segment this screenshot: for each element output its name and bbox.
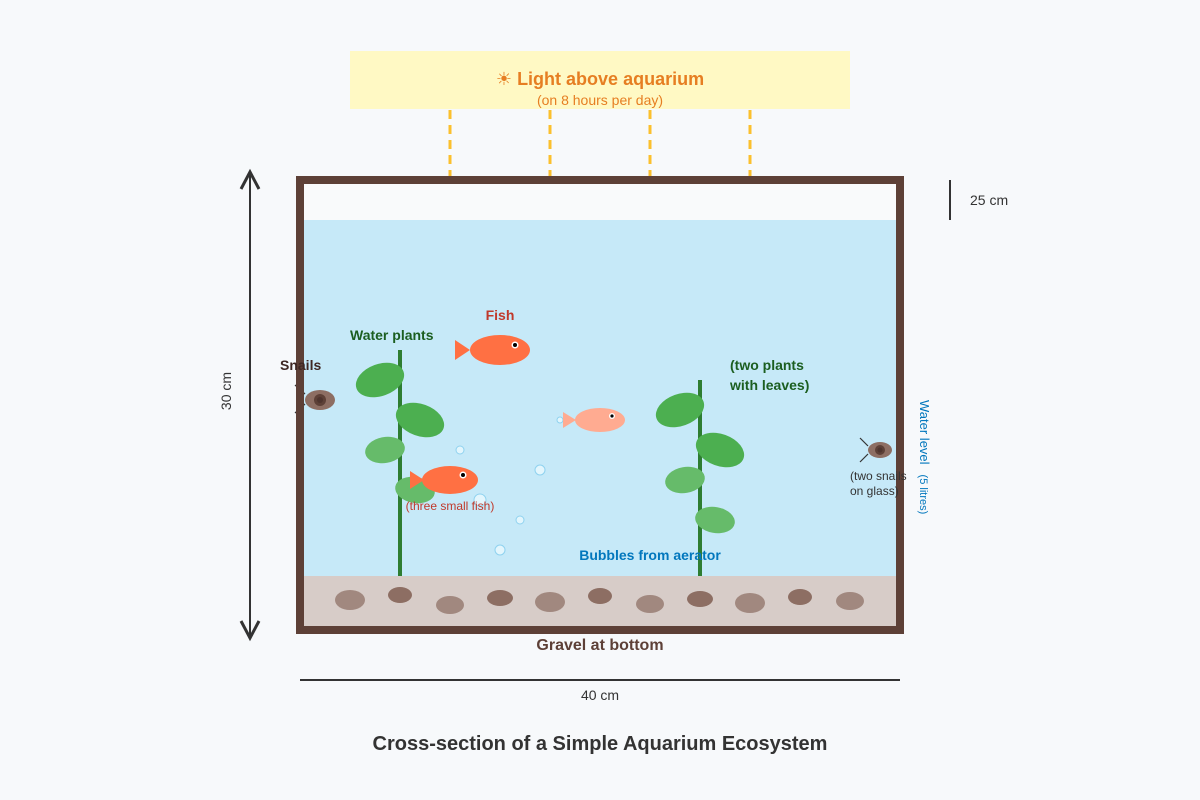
gravel-stones	[335, 587, 864, 614]
plant-leaf	[665, 466, 705, 494]
fish-pupil	[461, 473, 465, 477]
fish-tail	[563, 412, 576, 428]
fish-pupil	[513, 343, 517, 347]
water-depth-dimension: 25 cm	[949, 180, 1008, 220]
gravel-stone	[436, 596, 464, 614]
gravel-stone	[687, 591, 713, 607]
gravel-stone	[335, 590, 365, 610]
snails-note-line2: on glass)	[850, 484, 899, 498]
fish-tail	[455, 340, 470, 360]
plant-leaf	[355, 362, 405, 398]
gravel-stone	[636, 595, 664, 613]
gravel-stone	[735, 593, 765, 613]
bubble	[534, 464, 546, 476]
plant-leaf	[365, 436, 405, 464]
snails-note-line1: (two snails	[850, 469, 907, 483]
water-depth-label: 25 cm	[970, 192, 1008, 208]
bubbles	[455, 416, 564, 556]
fish-large	[455, 335, 530, 365]
arrow-up-icon	[239, 168, 261, 190]
bubbles-label: Bubbles from aerator	[579, 547, 721, 563]
height-label: 30 cm	[218, 372, 234, 410]
fish-tail	[410, 471, 424, 489]
water-plants-label: Water plants	[350, 327, 434, 343]
bubble	[494, 544, 506, 556]
arrow-down-icon	[239, 620, 261, 642]
plant-leaf	[695, 506, 735, 534]
gravel-stone	[588, 588, 612, 604]
width-label: 40 cm	[581, 687, 619, 703]
snail-spiral-center	[317, 397, 323, 403]
plant-leaf	[395, 402, 445, 438]
light-title-text: Light above aquarium	[517, 69, 704, 89]
gravel-stone	[788, 589, 812, 605]
plants-note-line1: (two plants	[730, 357, 804, 373]
light-box	[350, 51, 850, 109]
snail-left	[294, 384, 335, 414]
gravel-stone	[487, 590, 513, 606]
water-level-text: Water level	[917, 400, 932, 465]
light-subtitle: (on 8 hours per day)	[537, 92, 663, 108]
fish-label: Fish	[486, 307, 515, 323]
fish-pupil	[610, 414, 614, 418]
gravel-stone	[388, 587, 412, 603]
plants-note-line2: with leaves)	[729, 377, 809, 393]
bubble	[455, 445, 465, 455]
diagram-caption: Cross-section of a Simple Aquarium Ecosy…	[373, 733, 828, 755]
fish-note: (three small fish)	[406, 499, 495, 513]
left-plant	[355, 350, 445, 576]
width-dimension: 40 cm	[300, 679, 900, 703]
right-plant	[655, 380, 745, 576]
bubble	[556, 416, 564, 424]
water-volume-text: (5 litres)	[917, 475, 929, 515]
fish-medium	[410, 466, 478, 494]
plant-leaf	[655, 392, 705, 428]
fish-body	[422, 466, 478, 494]
light-title: ☀ Light above aquarium	[496, 69, 704, 89]
sun-icon: ☀	[496, 69, 512, 89]
bubble	[473, 493, 487, 507]
gravel-stone	[836, 592, 864, 610]
fish-body	[470, 335, 530, 365]
light-beams	[448, 110, 752, 178]
tank-water	[303, 220, 897, 576]
bubble	[515, 515, 525, 525]
snails-label: Snails	[280, 357, 321, 373]
gravel-stone	[535, 592, 565, 612]
snail-antenna	[859, 453, 869, 463]
fish-body	[575, 408, 625, 432]
snail-spiral-center	[877, 447, 883, 453]
snail-right	[859, 437, 892, 463]
plant-leaf	[695, 432, 745, 468]
snail-antenna	[859, 437, 869, 447]
fish-small	[563, 408, 625, 432]
tank-frame	[296, 176, 904, 634]
height-dimension: 30 cm	[218, 168, 261, 642]
gravel-label: Gravel at bottom	[536, 637, 663, 654]
water-level-label: Water level (5 litres)	[917, 400, 932, 514]
